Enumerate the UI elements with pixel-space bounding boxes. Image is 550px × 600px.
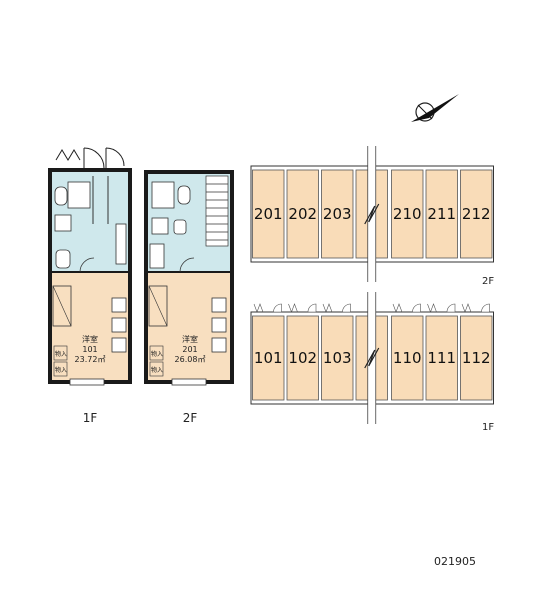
sink-icon — [55, 249, 71, 269]
unit-number: 201 — [254, 205, 283, 223]
closet — [52, 285, 72, 327]
washing-machine-icon — [151, 217, 169, 235]
building-upper-floor: 201 202 203 210 211 212 — [250, 146, 494, 282]
building-lower-floor: 101 102 103 110 111 112 — [250, 292, 494, 424]
floorplan-2f: 物入 物入 洋室 201 26.08㎡ 2F — [144, 170, 234, 425]
unit-number: 111 — [427, 349, 456, 367]
break-symbol — [364, 203, 380, 225]
door-icon — [307, 303, 317, 313]
room-type-label: 洋室 — [182, 334, 198, 344]
room-area-label: 23.72㎡ — [75, 355, 106, 364]
unit-212: 212 — [460, 169, 493, 259]
kitchen-stove-icon — [115, 223, 127, 265]
door-icon — [481, 303, 490, 313]
floorplan-1f: 物入 物入 洋室 101 23.72㎡ 1F — [48, 147, 132, 425]
reference-code: 021905 — [434, 555, 476, 568]
unit-number: 101 — [254, 349, 283, 367]
building-floor-label-1f: 1F — [482, 422, 494, 433]
unit-203: 203 — [321, 169, 354, 259]
unit-111: 111 — [425, 315, 458, 401]
north-arrow-icon — [411, 94, 459, 122]
storage-label: 物入 — [55, 350, 67, 358]
bath-icon — [67, 181, 91, 209]
washing-machine-icon — [54, 214, 72, 232]
stairs — [205, 175, 229, 247]
window-mark-icon — [253, 303, 264, 313]
door-icon — [412, 303, 421, 313]
door-icon — [446, 303, 456, 313]
unit-210: 210 — [391, 169, 424, 259]
unit-number: 202 — [288, 205, 317, 223]
floor-label-1f: 1F — [83, 411, 98, 425]
unit-number: 210 — [393, 205, 422, 223]
unit-110: 110 — [391, 315, 424, 401]
unit-103: 103 — [321, 315, 354, 401]
window-mark-icon — [288, 303, 298, 313]
unit-101: 101 — [252, 315, 285, 401]
unit-202: 202 — [286, 169, 319, 259]
unit-number: 103 — [323, 349, 352, 367]
room-number-label: 201 — [182, 345, 197, 354]
kitchen-stove-icon — [149, 243, 165, 269]
bath-icon — [151, 181, 175, 209]
floor-label-2f: 2F — [183, 411, 198, 425]
toilet-icon — [54, 186, 68, 206]
window-mark-icon — [427, 303, 437, 313]
window-mark-icon — [461, 303, 472, 313]
storage-label: 物入 — [151, 350, 163, 358]
storage-label: 物入 — [151, 366, 163, 374]
unit-102: 102 — [286, 315, 319, 401]
window-mark-icon — [392, 303, 403, 313]
closet — [148, 285, 168, 327]
unit-number: 102 — [288, 349, 317, 367]
room-area-label: 26.08㎡ — [175, 355, 206, 364]
unit-number: 211 — [427, 205, 456, 223]
break-symbol — [364, 347, 380, 369]
door-icon — [273, 303, 282, 313]
room-number-label: 101 — [82, 345, 97, 354]
building-floor-label-2f: 2F — [482, 276, 494, 287]
toilet-icon — [177, 185, 191, 205]
unit-112: 112 — [460, 315, 493, 401]
window-mark-icon — [322, 303, 333, 313]
unit-number: 112 — [462, 349, 491, 367]
unit-number: 110 — [393, 349, 422, 367]
room-type-label: 洋室 — [82, 334, 98, 344]
unit-211: 211 — [425, 169, 458, 259]
unit-201: 201 — [252, 169, 285, 259]
storage-label: 物入 — [55, 366, 67, 374]
sink-icon — [173, 219, 187, 235]
door-icon — [342, 303, 351, 313]
unit-number: 212 — [462, 205, 491, 223]
unit-number: 203 — [323, 205, 352, 223]
entrance-door-marks — [55, 147, 125, 169]
